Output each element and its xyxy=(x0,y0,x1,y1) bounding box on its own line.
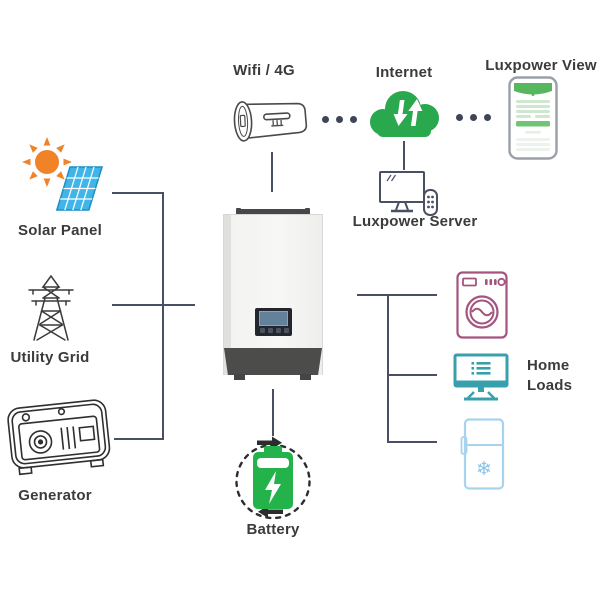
battery-icon xyxy=(235,436,311,520)
tv-monitor-icon xyxy=(453,353,509,401)
inverter-lcd-panel xyxy=(255,308,292,336)
solar-panel-icon xyxy=(56,166,104,211)
inverter-buttons xyxy=(260,328,289,333)
connector-inverter-to-battery xyxy=(272,389,274,436)
utility-grid-label: Utility Grid xyxy=(10,349,90,366)
internet-label: Internet xyxy=(375,64,433,81)
sun-icon xyxy=(22,137,72,187)
connector-generator-to-bus xyxy=(114,438,164,440)
phone-app-icon xyxy=(508,76,558,160)
inverter-heatsink xyxy=(224,348,322,375)
connector-bus-to-monitor xyxy=(388,374,437,376)
dotted-link-dongle-internet xyxy=(322,116,357,123)
connector-dongle-to-inverter xyxy=(271,152,273,192)
washing-machine-icon xyxy=(456,271,508,339)
wifi-dongle-icon xyxy=(233,101,308,142)
inverter-unit xyxy=(223,208,323,380)
connector-left-bus-vertical xyxy=(162,192,164,440)
connector-right-bus-vertical xyxy=(387,294,389,443)
connector-bus-to-fridge xyxy=(388,441,437,443)
refrigerator-icon: ❄ xyxy=(460,418,505,490)
dotted-link-internet-phone xyxy=(456,114,491,121)
luxpower-server-label: Luxpower Server xyxy=(352,213,478,230)
generator-icon xyxy=(7,399,111,476)
snowflake-icon: ❄ xyxy=(476,458,492,480)
inverter-body xyxy=(223,214,323,375)
battery-label: Battery xyxy=(246,521,300,538)
charge-arrow-icon xyxy=(257,436,282,449)
solar-panel-label: Solar Panel xyxy=(18,222,102,239)
connector-cloud-to-server xyxy=(403,141,405,170)
connector-grid-to-inverter xyxy=(112,304,195,306)
wifi-label: Wifi / 4G xyxy=(233,62,295,79)
luxpower-view-label: Luxpower View xyxy=(485,57,597,74)
transmission-tower-icon xyxy=(28,274,74,341)
generator-label: Generator xyxy=(18,487,92,504)
connector-solar-to-bus xyxy=(112,192,163,194)
inverter-mount-bracket xyxy=(240,209,306,214)
home-loads-label: Home Loads xyxy=(527,357,573,394)
cloud-transfer-icon xyxy=(370,91,439,137)
connector-inverter-to-washer xyxy=(357,294,437,296)
inverter-screen xyxy=(259,311,288,326)
battery-body xyxy=(253,446,293,509)
server-monitor-icon xyxy=(379,171,438,216)
